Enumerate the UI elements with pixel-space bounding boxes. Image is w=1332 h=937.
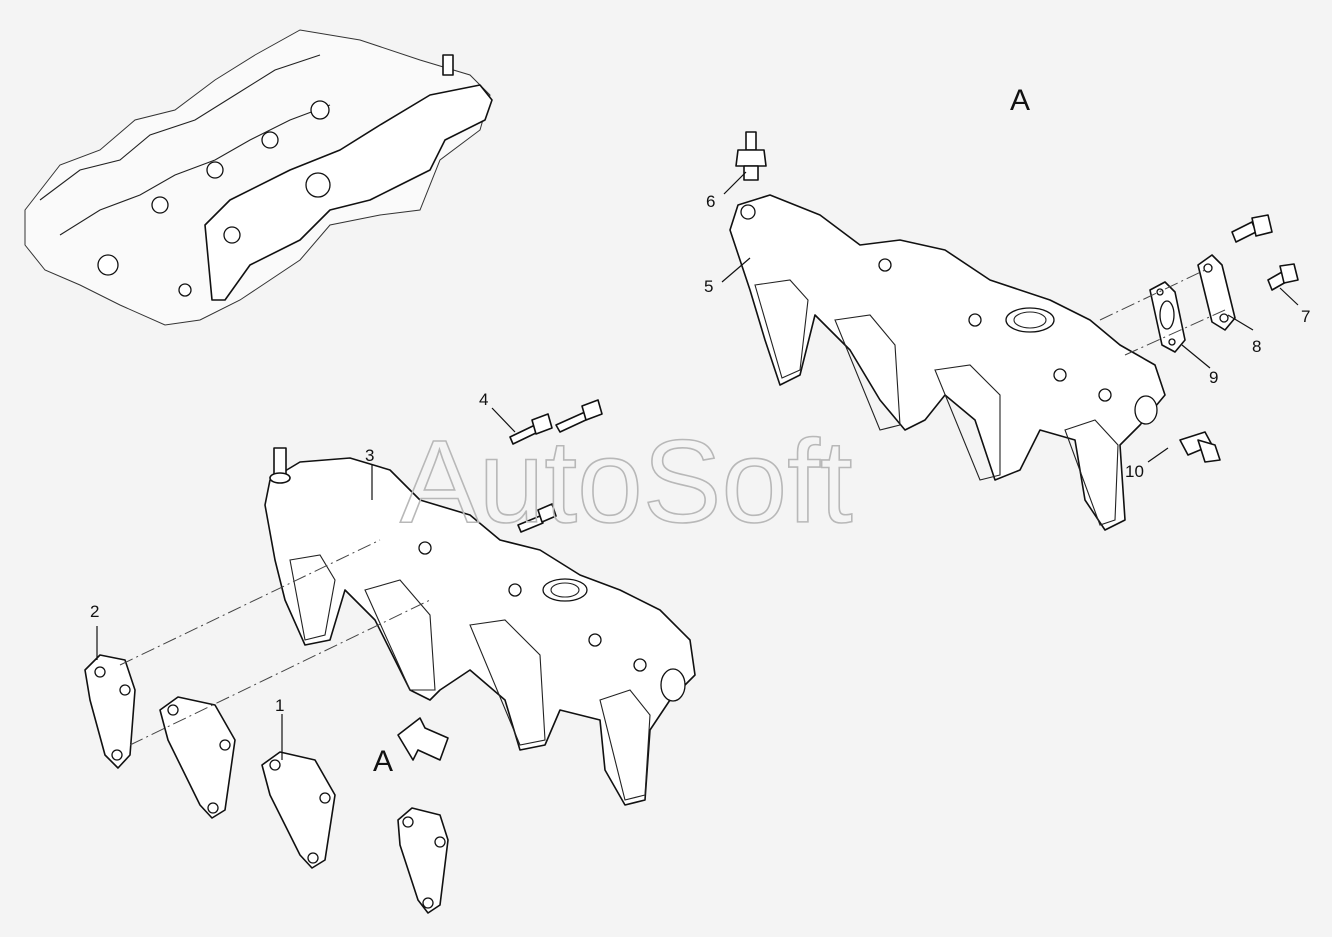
cylinder-head-overview: [24, 29, 493, 326]
exhaust-manifold-lower: [264, 447, 696, 806]
exhaust-manifold-upper: [729, 194, 1166, 531]
callout-5: 5: [704, 277, 713, 296]
callout-10: 10: [1125, 462, 1144, 481]
view-label-a-top: A: [1010, 84, 1030, 117]
manifold-gaskets: [84, 654, 449, 914]
callout-9: 9: [1209, 368, 1218, 387]
watermark-text: AutoSoft: [400, 416, 853, 548]
callout-2: 2: [90, 602, 99, 621]
view-arrow: [397, 717, 449, 761]
manifold-bolts: [509, 399, 603, 533]
callout-6: 6: [706, 192, 715, 211]
assembly-centerlines: [119, 269, 1226, 746]
callout-8: 8: [1252, 337, 1261, 356]
view-label-a-arrow: A: [373, 745, 393, 778]
fittings-and-plates: [735, 131, 1299, 463]
callout-4: 4: [479, 390, 488, 409]
callout-3: 3: [365, 446, 374, 465]
callout-1: 1: [275, 696, 284, 715]
callout-leaders: [96, 171, 1299, 760]
callout-7: 7: [1301, 307, 1310, 326]
